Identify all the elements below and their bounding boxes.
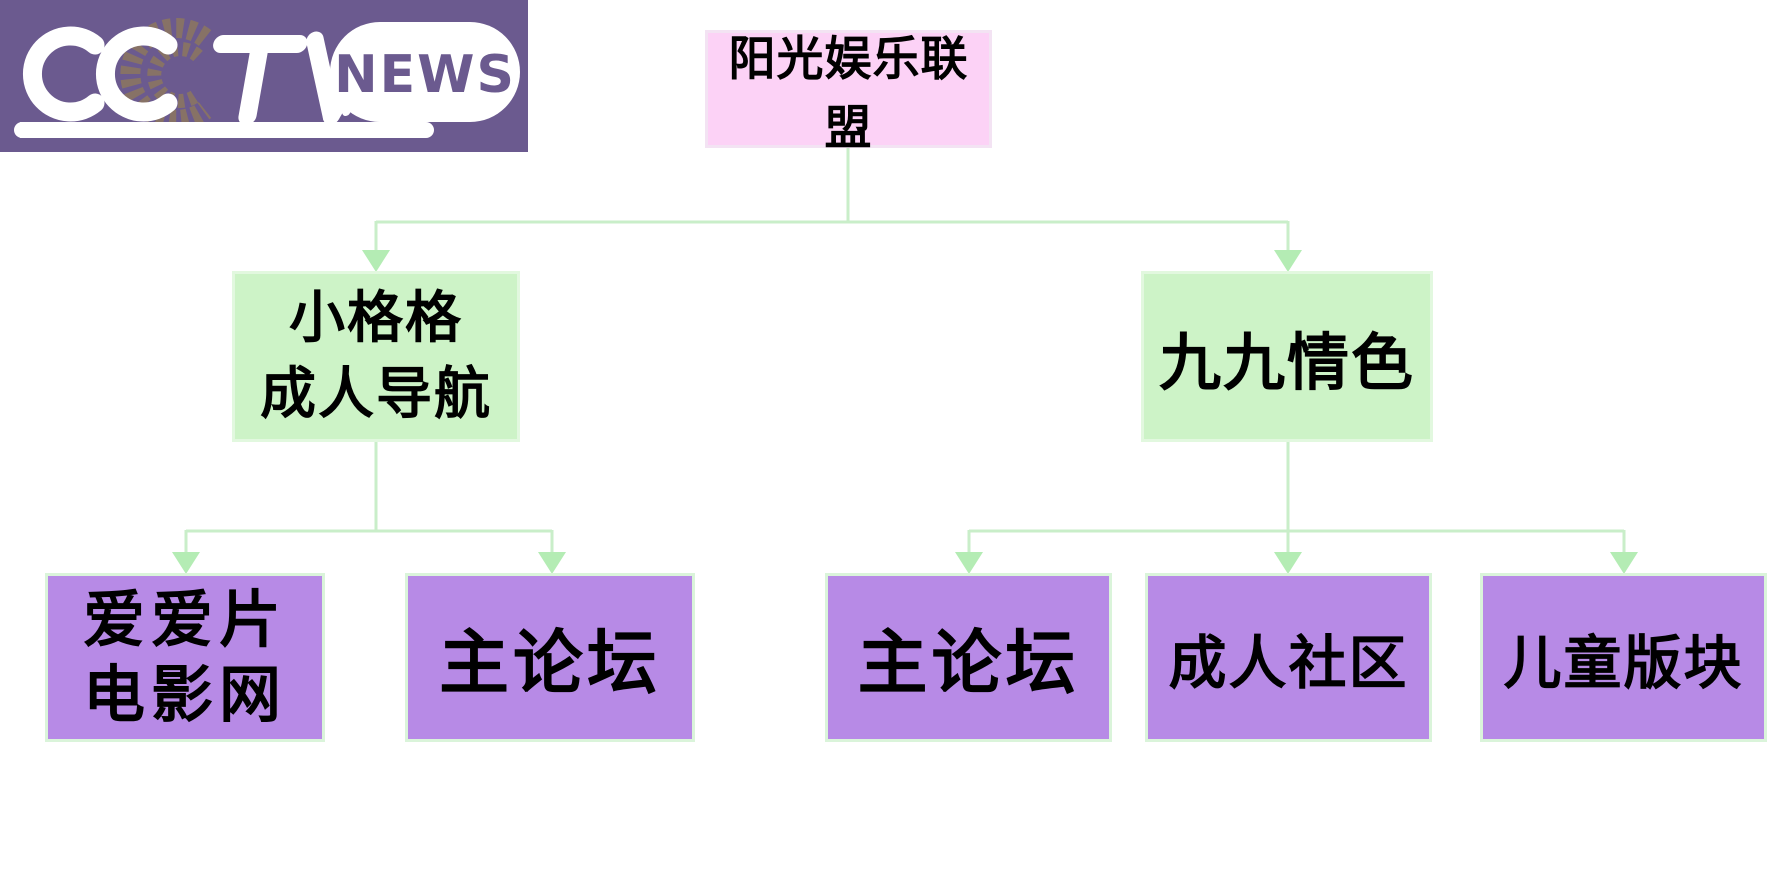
tree-node-leaf-4: 成人社区 — [1145, 573, 1432, 742]
tree-node-leaf-5: 儿童版块 — [1480, 573, 1767, 742]
tree-node-root: 阳光娱乐联盟 — [705, 30, 992, 156]
tree-node-leaf-2: 主论坛 — [405, 573, 695, 742]
tree-node-leaf-1: 爱爱片 电影网 — [45, 573, 325, 742]
tree-node-level2-right: 九九情色 — [1141, 271, 1433, 442]
tree-node-level2-left: 小格格 成人导航 — [232, 271, 520, 442]
news-badge — [330, 22, 520, 122]
logo-underline — [14, 122, 434, 138]
cctv-news-logo: NEWS — [0, 0, 528, 152]
tree-node-leaf-3: 主论坛 — [825, 573, 1112, 742]
news-badge-label: NEWS — [334, 45, 516, 105]
logo-watermark-icon — [120, 18, 212, 130]
